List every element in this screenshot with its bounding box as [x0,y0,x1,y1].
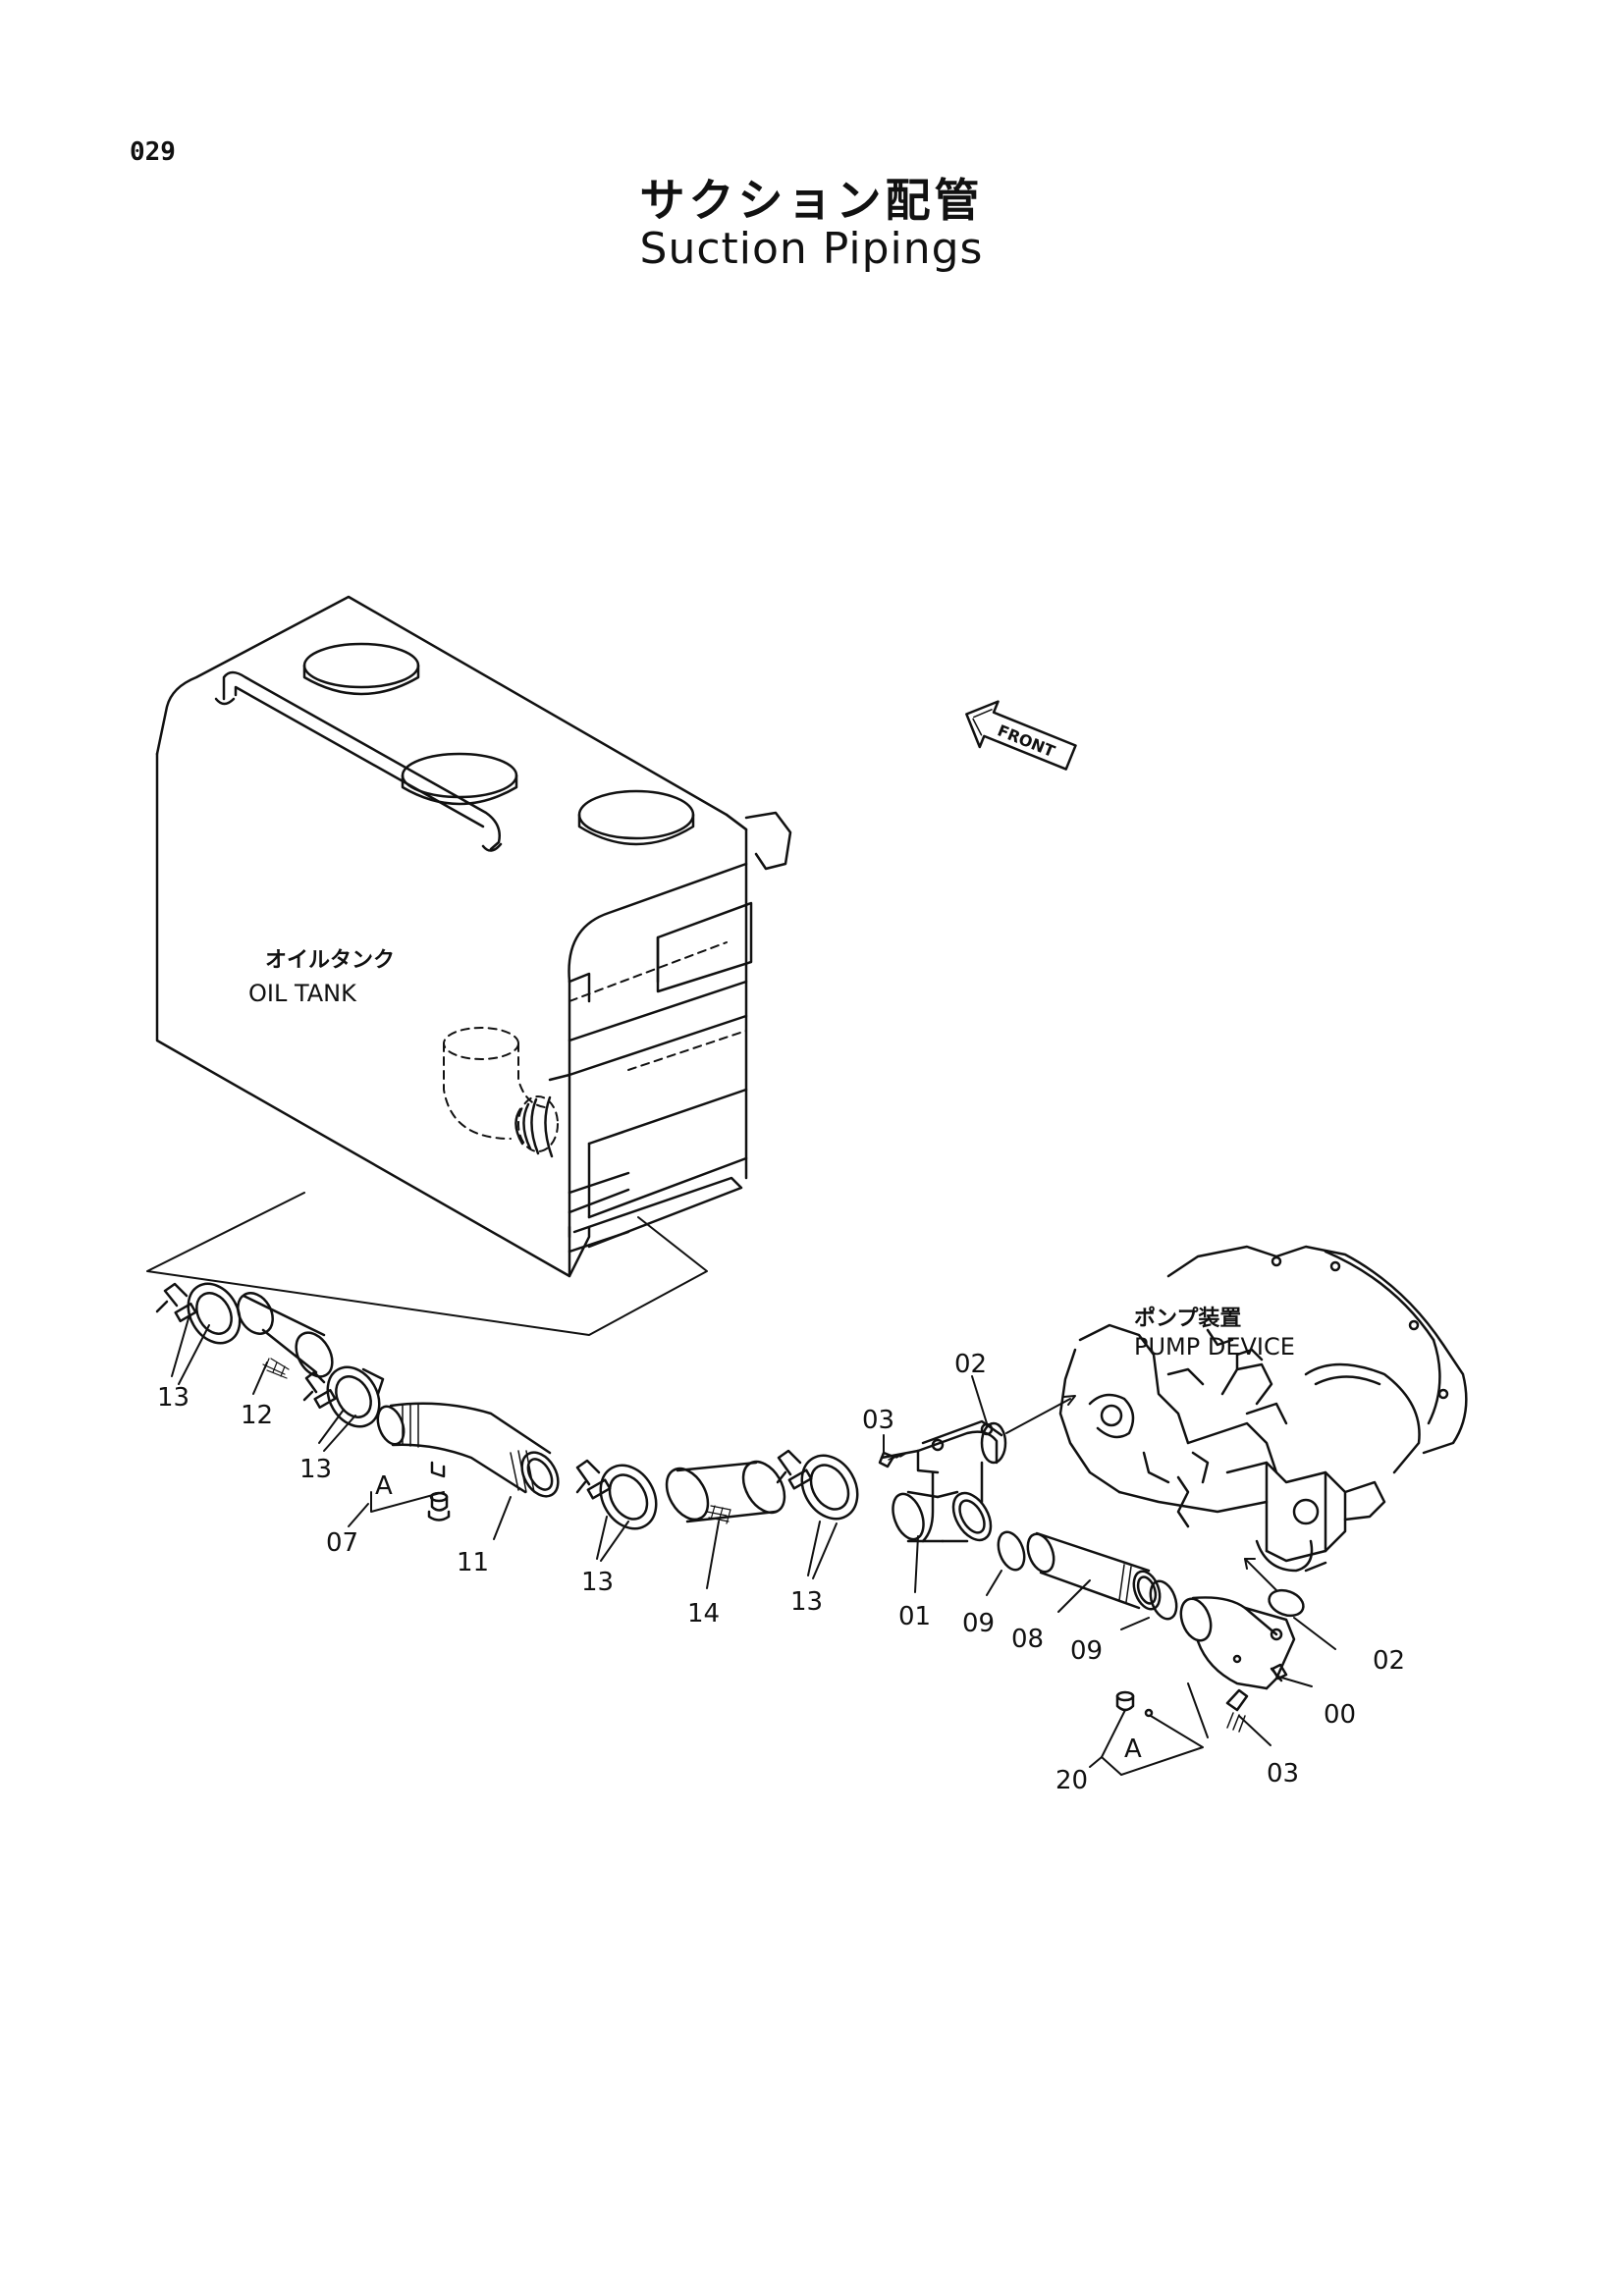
page-title-japanese: サクション配管 [639,174,984,227]
hose-14 [665,1460,786,1524]
hose-clamp-13-top [155,1282,242,1345]
pump-device-drawing [1058,1245,1468,1573]
callout-13-top: 13 [157,1383,189,1413]
pump-device-label-english: PUMP DEVICE [1134,1333,1295,1361]
callout-01: 01 [898,1602,931,1631]
callout-08: 08 [1011,1625,1044,1654]
o-ring-09-second [1149,1579,1178,1621]
callout-a-left: A [375,1471,393,1501]
plug-20 [1115,1690,1154,1718]
callout-13-second: 13 [299,1455,332,1484]
o-ring-02-lower [1268,1588,1305,1618]
oil-tank-label-japanese: オイルタンク [265,948,395,973]
callout-12: 12 [241,1401,273,1430]
callout-20: 20 [1055,1766,1088,1795]
hose-clamp-13-third [575,1459,658,1530]
leader-lines [171,1317,1336,1776]
oil-tank-drawing [146,595,792,1336]
pipe-08 [1026,1531,1162,1611]
callout-03-upper: 03 [862,1406,894,1435]
bolt-03-upper [878,1449,920,1468]
callout-11: 11 [457,1548,489,1577]
callout-14: 14 [687,1599,720,1629]
o-ring-02-upper [980,1421,1007,1465]
bolt-03-lower [1225,1688,1249,1733]
oil-tank-label-english: OIL TANK [248,980,357,1007]
pump-device-label-japanese: ポンプ装置 [1134,1306,1241,1331]
hose-clamp-13-second [302,1365,385,1428]
callout-09-first: 09 [962,1609,995,1638]
callout-09-second: 09 [1070,1636,1103,1666]
page-number: 029 [130,137,176,167]
callout-02-lower: 02 [1373,1646,1405,1676]
hose-12 [237,1292,334,1379]
plug-00 [1271,1663,1288,1681]
callout-13-third: 13 [581,1568,614,1597]
callout-03-lower: 03 [1267,1759,1299,1789]
front-direction-arrow: FRONT [965,700,1077,771]
plug-07 [427,1491,451,1522]
suction-pipe-11 [376,1402,560,1498]
callout-a-right: A [1124,1735,1142,1764]
hose-clamp-13-fourth [776,1449,859,1521]
callout-02-upper: 02 [954,1350,987,1379]
o-ring-09-first [997,1530,1026,1572]
elbow-fitting-01 [892,1419,1003,1543]
page-title-english: Suction Pipings [639,224,984,274]
callout-00: 00 [1324,1700,1356,1730]
callout-07: 07 [326,1528,358,1558]
callout-13-fourth: 13 [790,1587,823,1617]
